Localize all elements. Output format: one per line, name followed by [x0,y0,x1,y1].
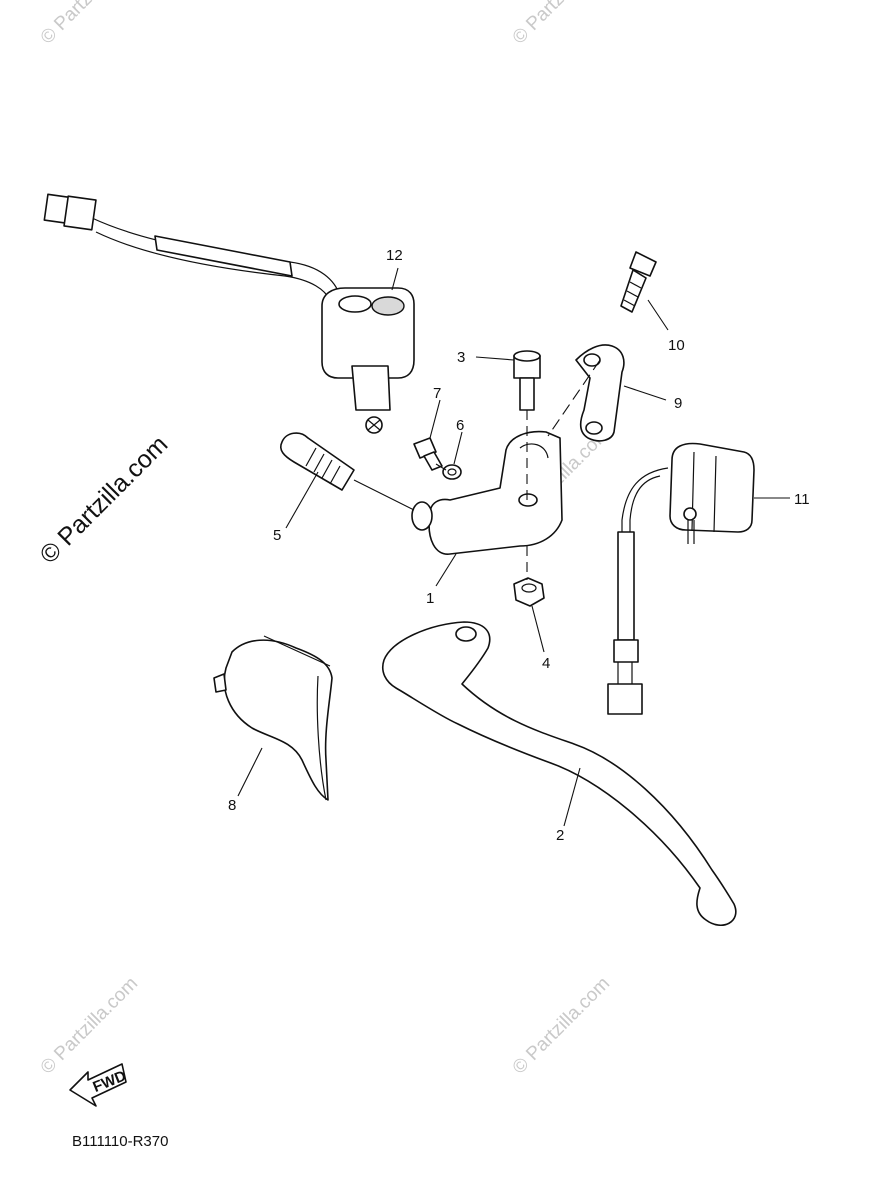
callouts: 12 10 3 9 7 6 5 1 4 11 8 2 [228,247,810,844]
callout-5[interactable]: 5 [273,527,281,544]
fwd-arrow-icon: FWD [69,1063,129,1107]
watermark-bottom-left: © Partzilla.com [37,973,142,1078]
callout-10[interactable]: 10 [668,337,685,354]
watermark-bottom-right: © Partzilla.com [509,973,614,1078]
callout-8[interactable]: 8 [228,797,236,814]
watermark-large: © Partzilla.com [34,430,173,569]
callout-7[interactable]: 7 [433,385,441,402]
watermark-top-right: © Partzilla.com [509,0,614,49]
part-11-switch[interactable] [607,442,755,715]
part-6-washer[interactable] [442,464,462,480]
callout-12[interactable]: 12 [386,247,403,264]
callout-6[interactable]: 6 [456,417,464,434]
watermark-top-left: © Partzilla.com [37,0,142,49]
part-9-holder[interactable] [575,344,625,442]
diagram-code: B111110-R370 [72,1133,168,1150]
part-2-lever[interactable] [381,621,737,926]
part-4-nut[interactable] [513,577,545,607]
part-1-bracket[interactable] [411,430,563,555]
callout-11[interactable]: 11 [794,491,810,508]
callout-3[interactable]: 3 [457,349,465,366]
part-5-adjuster[interactable] [279,432,355,491]
part-10-bolt[interactable] [620,251,657,313]
callout-2[interactable]: 2 [556,827,564,844]
callout-1[interactable]: 1 [426,590,434,607]
fwd-label: FWD [91,1067,129,1096]
assembly-lines [353,359,601,580]
part-3-bolt[interactable] [513,350,541,411]
callout-9[interactable]: 9 [674,395,682,412]
leader-lines [237,267,790,827]
callout-4[interactable]: 4 [542,655,550,672]
part-8-cover[interactable] [213,635,333,801]
part-12-switch[interactable] [43,193,415,434]
